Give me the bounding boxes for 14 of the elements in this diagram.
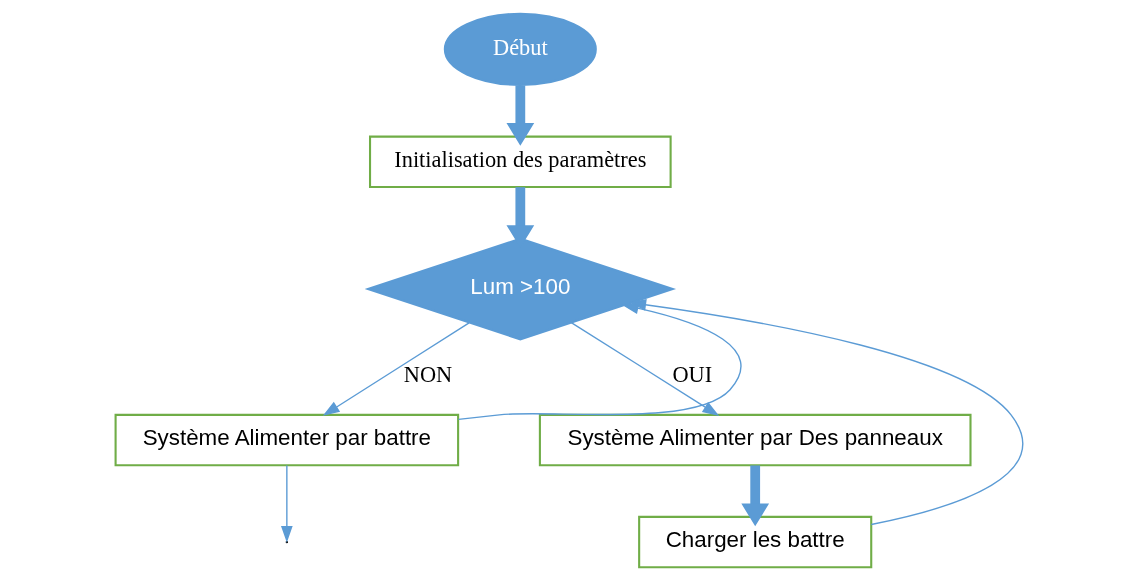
node-box: Système Alimenter par battre	[114, 413, 459, 467]
edge-label: OUI	[671, 362, 712, 388]
node-box: Initialisation des paramètres	[368, 135, 672, 189]
node-box: Charger les battre	[637, 515, 872, 569]
edge-label: NON	[403, 362, 452, 388]
arrow	[740, 465, 769, 527]
node-box: Système Alimenter par Des panneaux	[538, 413, 972, 467]
arrow	[570, 321, 719, 416]
arrow	[505, 85, 534, 146]
node-diamond: Lum >100	[364, 237, 676, 341]
arrow	[280, 464, 293, 543]
arrow	[628, 299, 1023, 526]
arrow	[322, 322, 470, 416]
node-ellipse: Début	[443, 12, 597, 86]
